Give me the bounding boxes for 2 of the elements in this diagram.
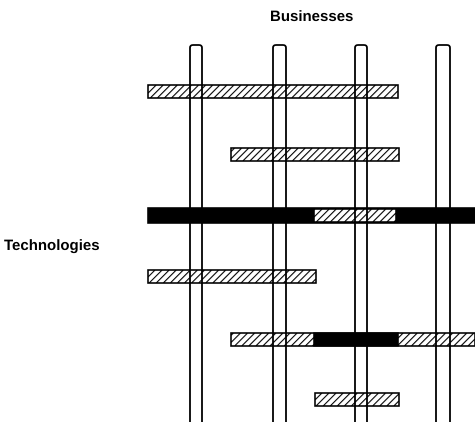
- axis-title: Technologies: [4, 237, 100, 254]
- axis-title: Businesses: [270, 8, 354, 25]
